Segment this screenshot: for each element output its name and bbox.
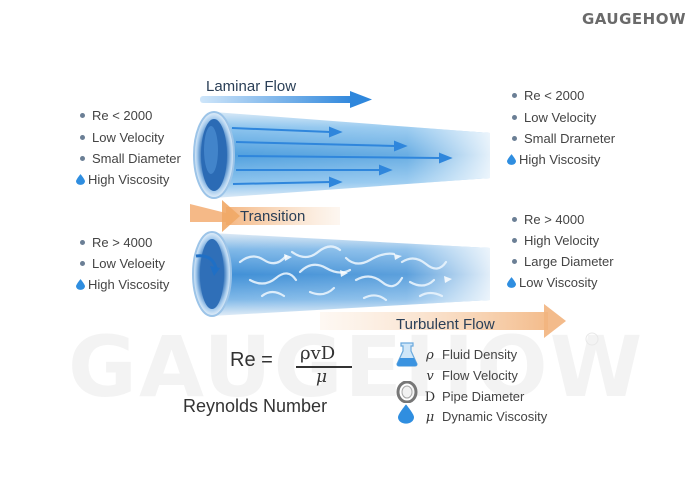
bullet <box>80 135 85 141</box>
turbulent-right-item: Low Viscosity <box>507 275 598 290</box>
formula-numerator: ρvD <box>300 343 336 364</box>
drop-icon <box>507 277 516 288</box>
laminar-right-item: Low Velocity <box>512 110 596 125</box>
turbulent-left-item: High Viscosity <box>76 277 169 292</box>
laminar-flow-title: Laminar Flow <box>206 78 297 95</box>
turbulent-left-item: Re > 4000 <box>80 235 152 250</box>
laminar-right-item: Re < 2000 <box>512 88 584 103</box>
fraction-bar <box>296 366 352 368</box>
formula-denominator: μ <box>316 367 328 387</box>
bullet <box>80 240 85 246</box>
laminar-streamlines <box>231 126 453 188</box>
bullet <box>512 136 517 142</box>
reynolds-number-caption: Reynolds Number <box>183 396 328 416</box>
turbulent-flow-title: Turbulent Flow <box>396 316 495 333</box>
turbulent-pipe <box>192 231 490 317</box>
bullet <box>512 259 517 265</box>
laminar-left-item: High Viscosity <box>76 172 169 187</box>
turbulent-right-item: Re > 4000 <box>512 212 584 227</box>
laminar-left-item: Low Velocity <box>80 130 164 145</box>
transition-title: Transition <box>240 208 306 225</box>
bullet <box>80 156 85 162</box>
laminar-right-item: High Viscosity <box>507 152 600 167</box>
drop-icon <box>507 154 516 165</box>
bullet <box>80 113 85 119</box>
drop-icon <box>76 279 85 290</box>
turbulent-right-item: Large Diameter <box>512 254 614 269</box>
bullet <box>512 115 517 121</box>
beaker-icon <box>396 342 418 367</box>
pipe-ring-icon <box>396 381 418 403</box>
laminar-right-item: Small Drarneter <box>512 131 615 146</box>
drop-icon <box>76 174 85 185</box>
bullet <box>80 261 85 267</box>
transition-arrow <box>190 200 340 232</box>
bullet <box>512 217 517 223</box>
turbulent-right-item: High Velocity <box>512 233 599 248</box>
laminar-left-item: Re < 2000 <box>80 108 152 123</box>
brand-logo-text: GAUGEHOW <box>581 10 686 28</box>
drop-icon <box>398 404 414 424</box>
turbulent-swirl-arrows <box>284 254 452 283</box>
bullet <box>512 93 517 99</box>
laminar-pipe <box>193 111 490 199</box>
formula-lhs: Re = <box>230 349 273 371</box>
laminar-arrow <box>200 91 372 108</box>
laminar-left-item: Small Diameter <box>80 151 181 166</box>
turbulent-left-item: Low Veloeity <box>80 256 165 271</box>
turbulent-arrow <box>320 304 566 338</box>
bullet <box>512 238 517 244</box>
